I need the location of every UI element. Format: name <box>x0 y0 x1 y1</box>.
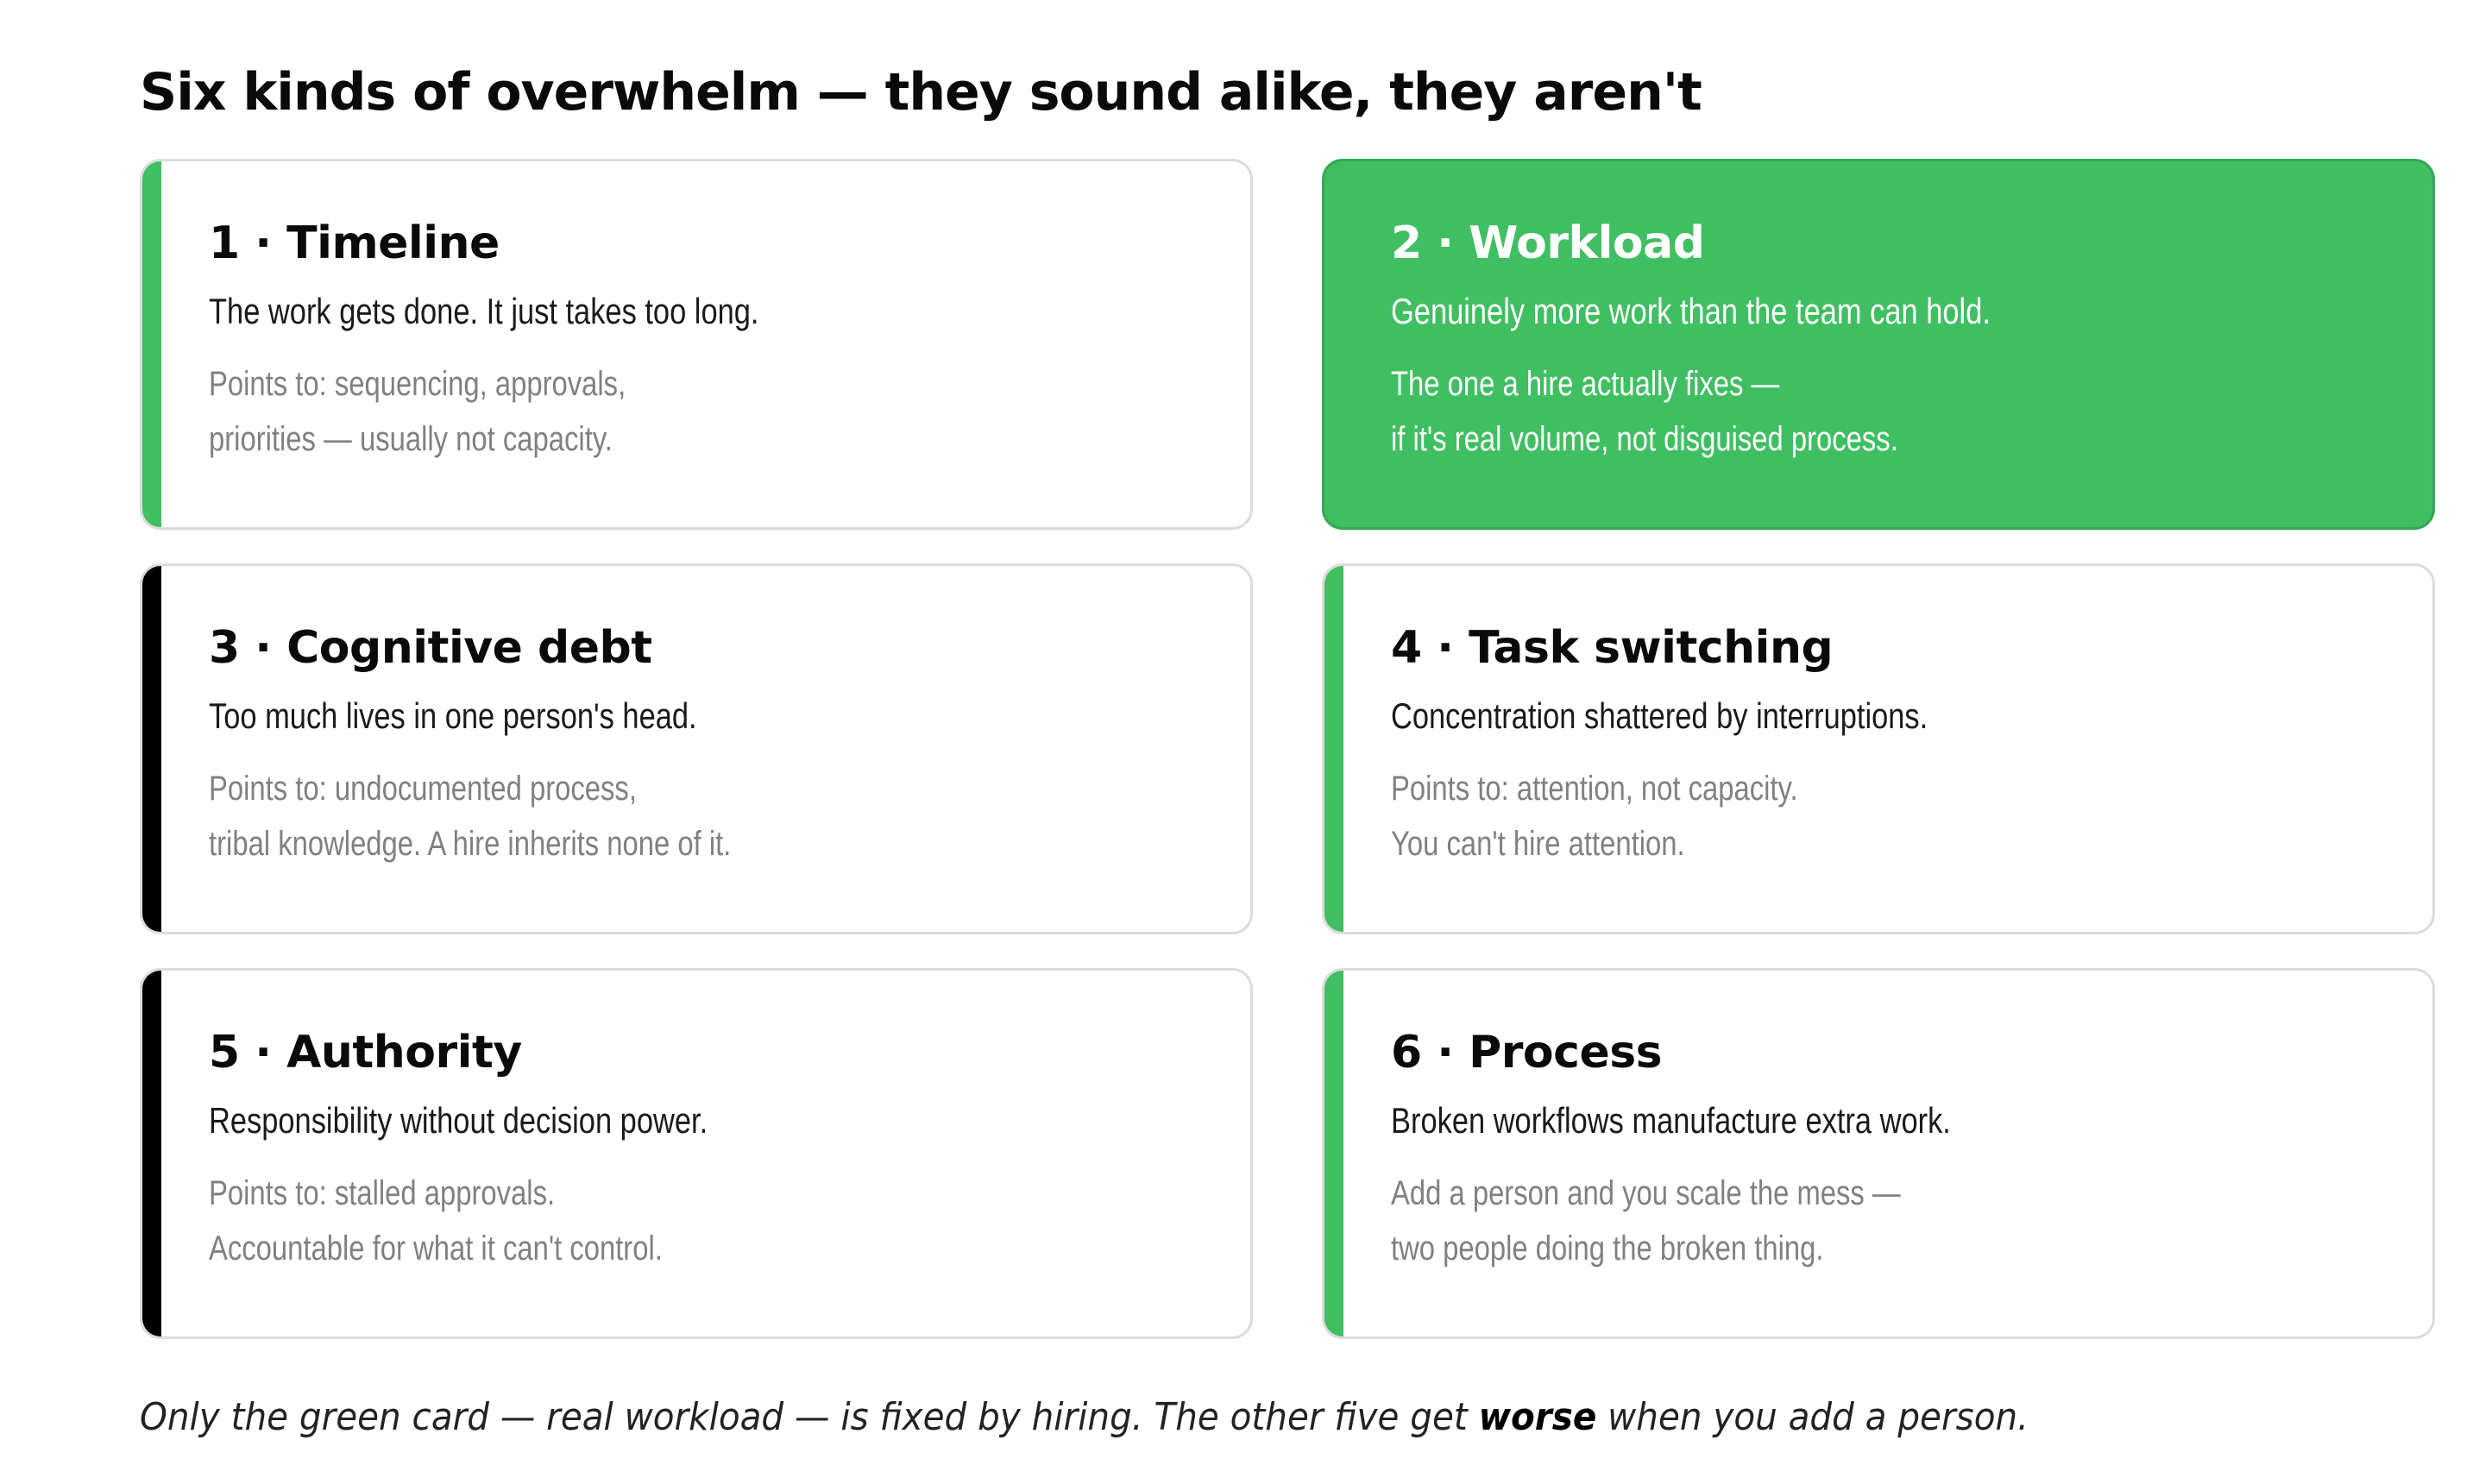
page-title: Six kinds of overwhelm — they sound alik… <box>140 62 1702 123</box>
card-note: The one a hire actually fixes — if it's … <box>1391 356 2217 467</box>
footnote: Only the green card — real workload — is… <box>140 1387 2029 1448</box>
card-note: Points to: undocumented process, tribal … <box>209 761 1035 871</box>
card-title: 3 · Cognitive debt <box>209 622 652 674</box>
card-note: Add a person and you scale the mess — tw… <box>1391 1166 2217 1276</box>
card-lead: Broken workflows manufacture extra work. <box>1391 1100 1951 1141</box>
card-timeline: 1 · Timeline The work gets done. It just… <box>140 159 1253 530</box>
card-lead: Responsibility without decision power. <box>209 1100 708 1141</box>
card-note-line: if it's real volume, not disguised proce… <box>1391 420 1898 458</box>
card-title: 2 · Workload <box>1391 217 1705 269</box>
card-note-line: Points to: undocumented process, <box>209 770 637 808</box>
card-note-line: Add a person and you scale the mess — <box>1391 1174 1901 1212</box>
card-note-line: Points to: attention, not capacity. <box>1391 770 1798 808</box>
footnote-emphasis: worse <box>1478 1395 1597 1439</box>
card-accent-bar <box>1324 566 1343 932</box>
card-title: 1 · Timeline <box>209 217 500 269</box>
card-note-line: two people doing the broken thing. <box>1391 1229 1824 1267</box>
card-note-line: Points to: stalled approvals. <box>209 1174 556 1212</box>
card-cognitive-debt: 3 · Cognitive debt Too much lives in one… <box>140 563 1253 934</box>
card-note-line: priorities — usually not capacity. <box>209 420 613 458</box>
card-note: Points to: sequencing, approvals, priori… <box>209 356 1035 467</box>
card-accent-bar <box>142 566 161 932</box>
card-workload: 2 · Workload Genuinely more work than th… <box>1322 159 2435 530</box>
card-task-switching: 4 · Task switching Concentration shatter… <box>1322 563 2435 934</box>
card-authority: 5 · Authority Responsibility without dec… <box>140 968 1253 1339</box>
card-note-line: tribal knowledge. A hire inherits none o… <box>209 825 732 863</box>
card-accent-bar <box>142 971 161 1336</box>
card-accent-bar <box>142 161 161 527</box>
card-lead: Genuinely more work than the team can ho… <box>1391 291 1991 331</box>
footnote-text-after: when you add a person. <box>1596 1395 2029 1439</box>
card-title: 5 · Authority <box>209 1027 522 1078</box>
card-note-line: Accountable for what it can't control. <box>209 1229 663 1267</box>
card-lead: Concentration shattered by interruptions… <box>1391 695 1928 736</box>
card-title: 4 · Task switching <box>1391 622 1834 674</box>
card-note: Points to: attention, not capacity. You … <box>1391 761 2217 871</box>
card-lead: The work gets done. It just takes too lo… <box>209 291 759 331</box>
card-note-line: The one a hire actually fixes — <box>1391 365 1780 403</box>
card-accent-bar <box>1324 971 1343 1336</box>
card-note-line: You can't hire attention. <box>1391 825 1685 863</box>
overwhelm-card-grid: 1 · Timeline The work gets done. It just… <box>140 159 2435 1339</box>
card-note: Points to: stalled approvals. Accountabl… <box>209 1166 1035 1276</box>
card-note-line: Points to: sequencing, approvals, <box>209 365 626 403</box>
card-process: 6 · Process Broken workflows manufacture… <box>1322 968 2435 1339</box>
card-title: 6 · Process <box>1391 1027 1663 1078</box>
footnote-text-before: Only the green card — real workload — is… <box>140 1395 1479 1439</box>
card-lead: Too much lives in one person's head. <box>209 695 697 736</box>
